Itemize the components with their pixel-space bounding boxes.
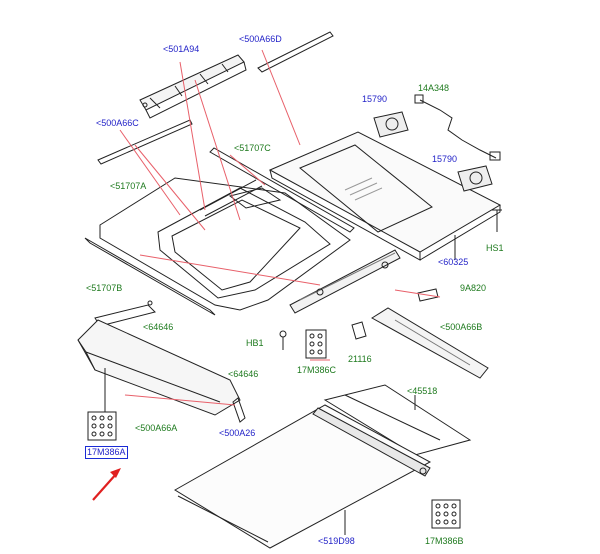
label-45518: <45518 [407,386,438,396]
label-HS1: HS1 [486,243,504,253]
glass-panel [268,131,502,261]
front-trim-500A66A [77,319,241,416]
label-17M386A-highlighted: 17M386A [85,446,128,459]
label-60325: <60325 [438,257,469,267]
clip-21116 [351,321,367,340]
label-21116: 21116 [348,354,372,364]
screw-pack-17M386C [305,329,327,359]
label-500A66A: <500A66A [135,423,178,433]
rear-strip-500A66B [371,307,489,379]
label-500A66B: <500A66B [440,322,483,332]
label-17M386B: 17M386B [425,536,464,546]
label-51707C: <51707C [234,143,271,153]
label-501A94: <501A94 [163,44,200,54]
label-64646-b: <64646 [228,369,259,379]
label-64646-a: <64646 [143,322,174,332]
roof-frame [99,177,351,311]
strip-500A26 [232,397,246,423]
label-519D98: <519D98 [318,536,355,546]
frame-front-rail [289,249,401,314]
motor-15790-a [373,111,409,138]
arrow-indicator [92,468,121,501]
seal-strip-500A66C [97,119,193,165]
tick-lines [104,235,456,535]
label-51707A: <51707A [110,181,147,191]
label-51707B: <51707B [86,283,123,293]
seal-51707B [84,237,216,316]
label-14A348: 14A348 [418,83,450,93]
seal-strip-500A66D [257,31,334,73]
label-HB1: HB1 [246,338,264,348]
sunblind-519D98 [174,404,432,549]
label-500A26: <500A26 [219,428,256,438]
leader-lines [119,49,441,406]
screw-HS1 [492,209,502,232]
motor-15790-b [457,165,493,192]
label-9A820: 9A820 [460,283,487,293]
label-500A66D: <500A66D [239,34,282,44]
rail-bracket-501A94 [139,54,247,119]
label-500A66C: <500A66C [96,118,139,128]
blind-cassette-45518 [323,384,472,456]
bolt-HB1 [279,330,287,350]
screw-pack-17M386A [87,411,117,441]
label-15790-a: 15790 [362,94,388,104]
harness-14A348 [414,94,501,161]
rail-51707C [209,147,355,233]
label-15790-b: 15790 [432,154,458,164]
screw-pack-17M386B [431,499,461,529]
label-17M386C: 17M386C [297,365,337,375]
